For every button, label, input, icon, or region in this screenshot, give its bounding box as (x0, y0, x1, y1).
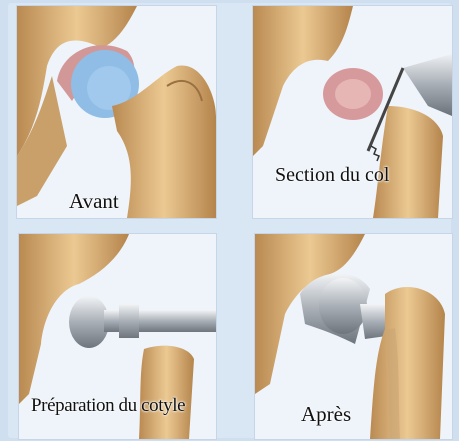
femur (139, 346, 194, 439)
prosthetic-head (319, 278, 367, 334)
panel-before: Avant (16, 5, 217, 219)
reamer-head (69, 296, 109, 348)
femur (373, 106, 443, 218)
panel-neck-cut: Section du col (252, 5, 453, 219)
panel-after: Après (254, 233, 453, 440)
caption-before: Avant (69, 189, 119, 214)
bone-saw (403, 54, 452, 116)
caption-neck-cut: Section du col (275, 164, 389, 187)
hip-prosthesis-illustration (255, 234, 452, 439)
hip-before-illustration (17, 6, 216, 218)
caption-cup-preparation: Préparation du cotyle (31, 395, 185, 417)
panel-cup-preparation: Préparation du cotyle (18, 233, 217, 440)
caption-after: Après (301, 402, 351, 427)
